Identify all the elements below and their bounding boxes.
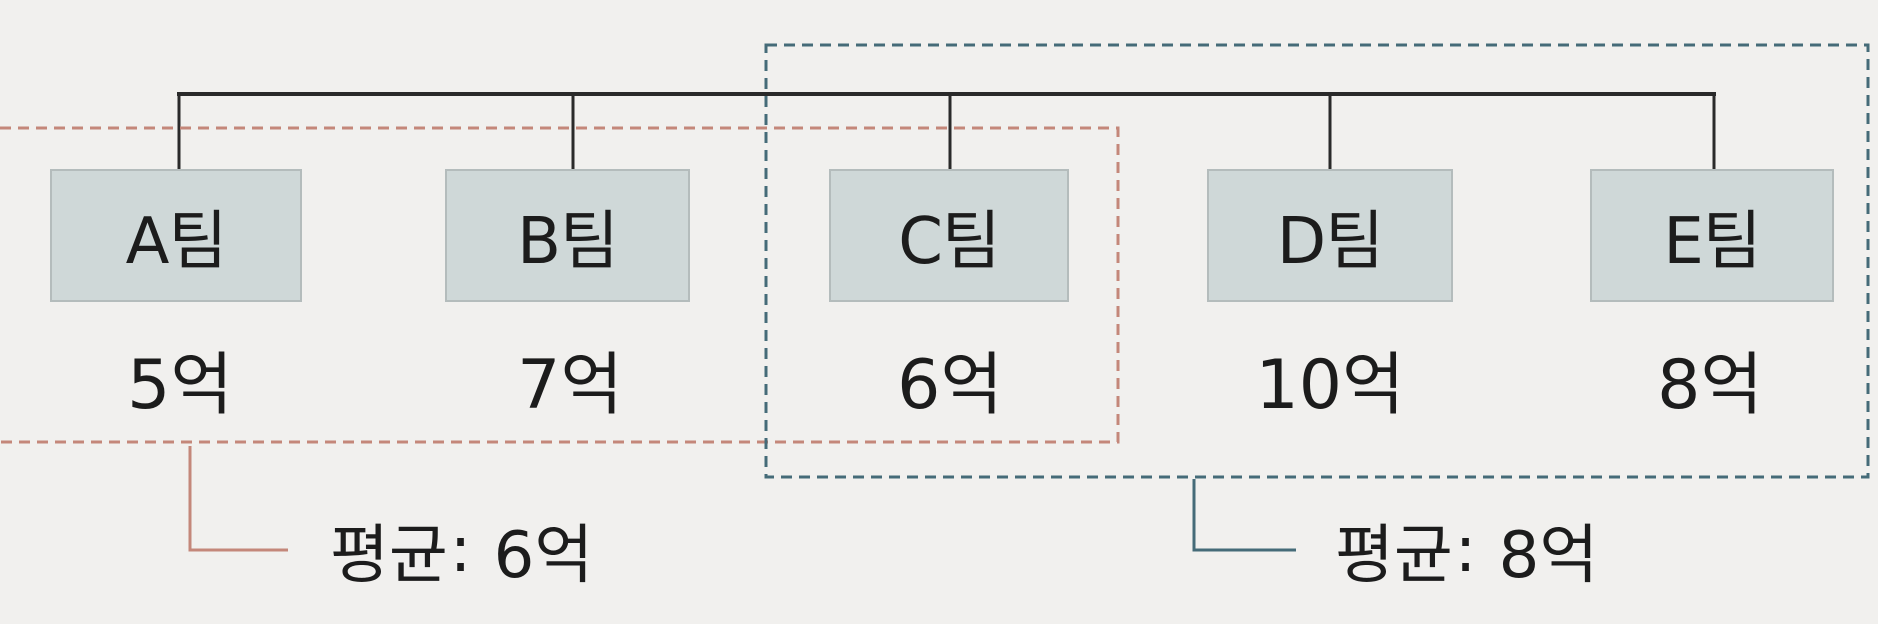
group-box-abc [0, 126, 1120, 444]
average-value: 6억 [493, 519, 594, 593]
team-name: B팀 [517, 204, 619, 279]
leader-abc [188, 446, 288, 552]
team-value-c: 6억 [897, 345, 1003, 425]
team-box-d: D팀 [1207, 169, 1453, 302]
team-value-b: 7억 [517, 345, 623, 425]
average-label-abc: 평균: 6억 [330, 505, 593, 595]
leader-cde [1192, 479, 1296, 552]
team-value-a: 5억 [127, 345, 233, 425]
average-word: 평균 [330, 519, 448, 593]
team-box-e: E팀 [1590, 169, 1834, 302]
team-value-d: 10억 [1255, 345, 1405, 425]
team-box-c: C팀 [829, 169, 1069, 302]
team-box-b: B팀 [445, 169, 690, 302]
group-box-cde [764, 43, 1870, 479]
team-name: C팀 [898, 204, 1001, 279]
average-label-cde: 평균: 8억 [1335, 505, 1598, 595]
average-value: 8억 [1498, 519, 1599, 593]
team-box-a: A팀 [50, 169, 302, 302]
average-word: 평균 [1335, 519, 1453, 593]
team-name: A팀 [125, 204, 228, 279]
team-value-e: 8억 [1657, 345, 1763, 425]
team-name: D팀 [1276, 204, 1384, 279]
team-name: E팀 [1663, 204, 1761, 279]
